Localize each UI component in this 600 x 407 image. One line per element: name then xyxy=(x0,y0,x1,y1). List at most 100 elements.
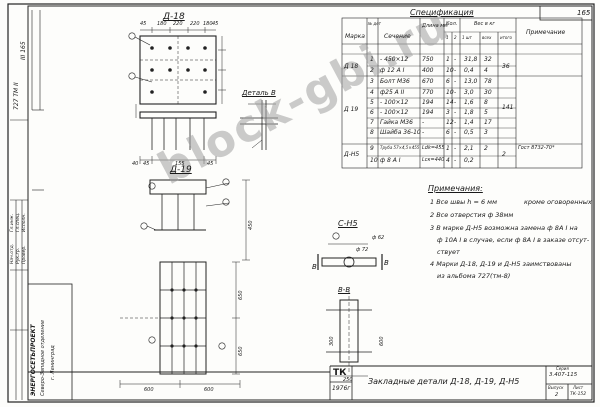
view-title-d19: Д-19 xyxy=(170,165,192,175)
spec-header-note: Примечание xyxy=(526,29,566,36)
side-stamp-2: Гл.спец. xyxy=(16,212,21,233)
spec-cell-q1: 14 xyxy=(446,99,454,106)
spec-cell-w2: 78 xyxy=(484,78,492,85)
d18-holes xyxy=(150,46,207,94)
note-line-0: 1 Все швы h = 6 мм xyxy=(430,198,497,206)
inner-frame xyxy=(27,5,593,401)
title-block xyxy=(27,5,593,401)
spec-sub-3: 1 шт xyxy=(462,35,472,40)
spec-cell-len: 194 xyxy=(422,99,434,106)
spec-cell-tot: 141 xyxy=(502,104,514,111)
spec-cell-n: 7 xyxy=(370,119,374,126)
d18-dim-1: 180 xyxy=(157,21,167,27)
album-number: 3.407-115 xyxy=(549,372,578,378)
cut-mark-left: В xyxy=(312,263,317,271)
spec-cell-len: 750 xyxy=(422,56,434,63)
sectionbb-dim-0: 300 xyxy=(329,336,335,346)
side-stamp-5: Провер. xyxy=(22,245,27,264)
spec-cell-mark: Д 18 xyxy=(344,63,359,70)
spec-cell-sec: ф25 А II xyxy=(380,89,405,96)
note-line-4: ф 10А I в случае, если ф 8А I в заказе о… xyxy=(437,236,590,244)
side-stamp xyxy=(10,10,44,400)
cut-mark-right: В xyxy=(384,259,389,267)
spec-header-len: Длина мм xyxy=(422,23,448,29)
spec-cell-w2: 30 xyxy=(484,89,492,96)
side-stamp-1: Нач.отд. xyxy=(10,243,15,264)
spec-cell-q2: - xyxy=(454,145,457,152)
callouts xyxy=(128,32,340,350)
spec-cell-q1: 6 xyxy=(446,129,450,136)
side-stamp-4: Исполн. xyxy=(22,213,27,232)
spec-cell-w2: 4 xyxy=(484,67,488,74)
spec-cell-n: 2 xyxy=(370,67,374,74)
spec-cell-mark: Д-Н5 xyxy=(344,151,360,158)
d18-bottom-dim-1: 45 xyxy=(143,161,150,167)
view-title-section-bb: В-В xyxy=(338,286,351,294)
spec-cell-q1: 4 xyxy=(446,157,450,164)
spec-cell-sec: Болт М36 xyxy=(380,78,410,85)
spec-cell-w1: 0,5 xyxy=(464,129,474,136)
spec-header-n: № дет xyxy=(368,21,381,26)
tk-label: ТК xyxy=(333,368,347,378)
spec-cell-q2: - xyxy=(454,99,457,106)
side-code-1: III 165 xyxy=(20,41,27,60)
d19-view xyxy=(119,179,250,388)
spec-title: Спецификация xyxy=(410,8,474,17)
sectionbb-dim-1: 600 xyxy=(379,336,385,346)
spec-cell-q2: - xyxy=(454,109,457,116)
spec-cell-n: 4 xyxy=(370,89,374,96)
spec-cell-n: 10 xyxy=(370,157,378,164)
d19-nodes xyxy=(170,288,198,348)
spec-cell-w1: 0,4 xyxy=(464,67,474,74)
note-line-1: кроме оговоренных xyxy=(524,198,592,206)
view-title-d18: Д-18 xyxy=(163,12,185,22)
d18-dim-0: 45 xyxy=(140,21,147,27)
spec-cell-q1: 10 xyxy=(446,67,454,74)
spec-cell-q2: - xyxy=(454,67,457,74)
note-line-3: 3 В марке Д-Н5 возможна замена ф 8А I на xyxy=(430,224,578,232)
d18-dim-5: 45 xyxy=(212,21,219,27)
spec-cell-tot: 36 xyxy=(502,63,510,70)
spec-cell-len: 400 xyxy=(422,67,434,74)
side-stamp-0: Гл.инж. xyxy=(10,213,15,232)
d19-dim-right-2: 650 xyxy=(238,346,244,356)
spec-cell-q2: - xyxy=(454,157,457,164)
note-line-6: 4 Марки Д-18, Д-19 и Д-Н5 заимствованы xyxy=(430,260,572,268)
spec-cell-q1: 3 xyxy=(446,109,450,116)
org-line-3: г. Ленинград xyxy=(50,345,56,380)
spec-cell-mark: Д 19 xyxy=(344,106,359,113)
spec-header-weight: Вес в кг xyxy=(474,21,496,27)
spec-cell-w2: 5 xyxy=(484,109,488,116)
sheet-number: ТК-152 xyxy=(570,392,587,397)
spec-cell-note: Гост 8732-70* xyxy=(518,145,555,151)
spec-table xyxy=(341,17,583,169)
spec-cell-sec: Гайка М36 xyxy=(380,119,413,126)
detail-b xyxy=(240,100,278,150)
note-line-2: 2 Все отверстия ф 38мм xyxy=(430,211,514,219)
sh5-dim-1: ф 72 xyxy=(356,247,369,253)
side-code-0: 727 ТМ II xyxy=(13,82,20,110)
notes-title: Примечания: xyxy=(428,184,483,193)
org-line-1: ЭНЕРГОСЕТЬПРОЕКТ xyxy=(30,324,37,396)
issue-label: Выпуск xyxy=(548,385,564,390)
d19-dim-right-0: 450 xyxy=(248,220,254,230)
d19-dim-bottom-1: 600 xyxy=(204,387,214,393)
note-line-5: ствует xyxy=(437,248,460,256)
d18-bottom-dim-0: 40 xyxy=(132,161,139,167)
spec-cell-len: 670 xyxy=(422,78,434,85)
spec-cell-sec: Шайба 36-10 xyxy=(380,129,421,136)
spec-sub-2: 2 xyxy=(454,35,457,40)
spec-cell-w2: 32 xyxy=(484,56,492,63)
org-line-2: Северо-Западное отделение xyxy=(40,319,46,396)
spec-cell-q1: 6 xyxy=(446,78,450,85)
side-stamp-3: Рук.гр. xyxy=(16,247,21,264)
spec-cell-len: Lск=440 xyxy=(422,157,445,163)
spec-cell-sec: - 100×12 xyxy=(380,99,409,106)
spec-cell-w2: 3 xyxy=(484,129,488,136)
spec-cell-len: - xyxy=(422,129,425,136)
spec-cell-w1: 13,0 xyxy=(464,78,478,85)
spec-cell-n: 5 xyxy=(370,99,374,106)
spec-cell-w1: 0,2 xyxy=(464,157,474,164)
spec-cell-q2: - xyxy=(454,129,457,136)
